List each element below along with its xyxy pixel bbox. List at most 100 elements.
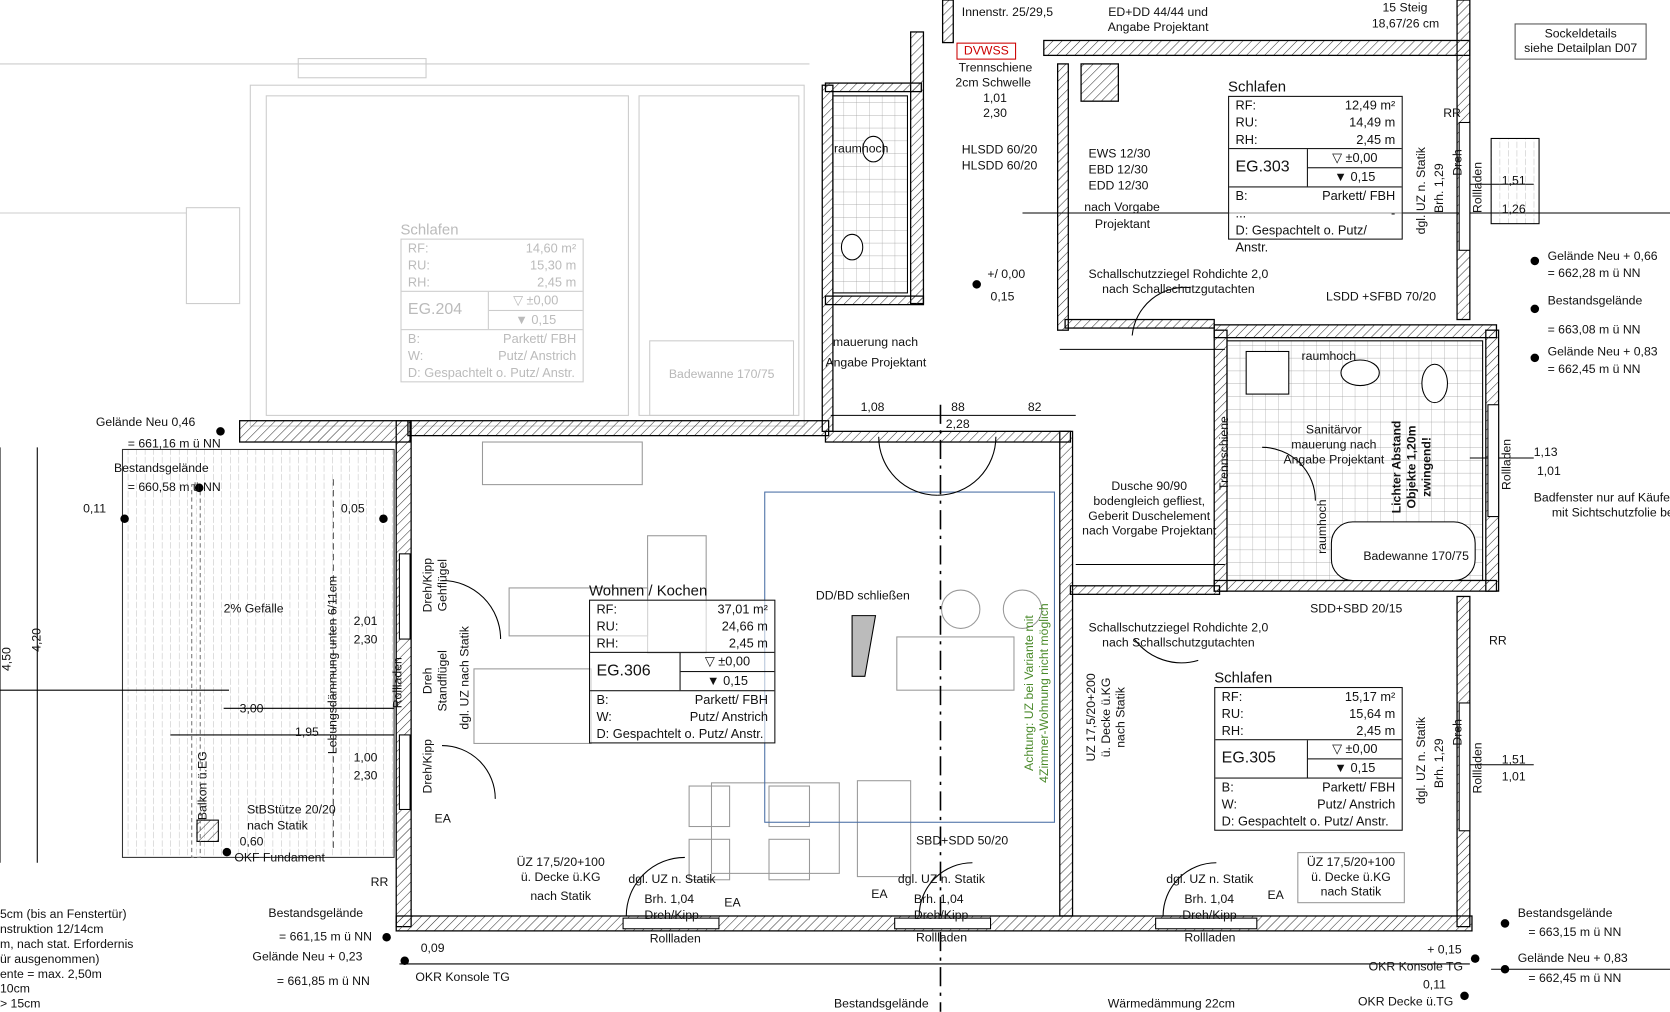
dimension: 2,28 — [945, 418, 970, 432]
faded-annotation: Badewanne 170/75 — [668, 368, 775, 382]
annotation: Bestandsgelände — [833, 997, 929, 1011]
annotation: Dreh/Kipp — [644, 909, 699, 923]
b-label: B: — [1235, 188, 1248, 204]
annotation: ente = max. 2,50m — [0, 968, 102, 981]
annotation: Dreh/Kipp — [421, 739, 435, 794]
level-value: 0,05 — [340, 502, 365, 516]
level-top: ▽ ±0,00 — [1332, 741, 1378, 757]
room-name: Schlafen — [1228, 77, 1287, 95]
floor-finish: Parkett/ FBH — [694, 692, 768, 708]
annotation: dgl. UZ n. Statik — [1415, 147, 1429, 235]
w-label: ... — [1235, 205, 1247, 221]
room-perimeter: 14,49 m — [1349, 115, 1396, 130]
annotation: raumhoch — [1301, 350, 1357, 364]
ru-label: RU: — [1235, 115, 1258, 130]
annotation: Brh. 1,29 — [1433, 163, 1447, 214]
annotation: mauerung nach — [832, 336, 919, 350]
annotation: Gelände Neu 0,46 — [95, 416, 196, 430]
dimension: 1,26 — [1501, 203, 1526, 217]
ru-label: RU: — [407, 257, 430, 273]
room-stamp-schlafen-305: Schlafen RF:15,17 m² RU:15,64 m RH:2,45 … — [1214, 669, 1403, 831]
annotation: 18,67/26 cm — [1371, 18, 1440, 31]
annotation: RR — [370, 876, 389, 890]
floor-finish: Parkett/ FBH — [1322, 188, 1396, 204]
annotation: SBD+SDD 50/20 — [915, 835, 1009, 848]
annotation: = 662,28 m ü NN — [1547, 267, 1641, 281]
annotation: OKF Fundament — [234, 852, 325, 865]
annotation: Lebungsdämmung unten 6/11cm — [326, 575, 340, 755]
annotation: RR — [1443, 107, 1461, 121]
windows — [398, 121, 1540, 930]
dimension: 1,08 — [860, 401, 885, 415]
annotation: nach Vorgabe — [1084, 201, 1160, 215]
room-stamp-wohnen-kochen: Wohnen / Kochen RF:37,01 m² RU:24,66 m R… — [589, 581, 776, 744]
annotation: dgl. UZ nach Statik — [459, 626, 472, 730]
w-label: W: — [407, 348, 424, 364]
annotation: Brh. 1,04 — [1184, 893, 1235, 907]
annotation: dgl. UZ n. Statik — [897, 873, 986, 887]
ru-label: RU: — [1221, 706, 1244, 722]
annotation: Bestandsgelände — [1547, 295, 1643, 308]
annotation: nstruktion 12/14cm — [0, 923, 104, 937]
chimney-symbol — [851, 615, 877, 677]
annotation: Gelände Neu + 0,83 — [1547, 346, 1658, 359]
ceiling-finish: D: Gespachtelt o. Putz/ Anstr. — [1221, 813, 1389, 829]
level-bottom: ▼ 0,15 — [1307, 167, 1402, 186]
annotation: Brh. 1,29 — [1433, 738, 1447, 789]
room-stamp-schlafen-303: Schlafen RF:12,49 m² RU:14,49 m RH:2,45 … — [1228, 77, 1403, 255]
dimension: 88 — [951, 401, 965, 415]
rf-label: RF: — [1221, 689, 1243, 705]
furniture — [473, 441, 1043, 881]
annotation: ür ausgenommen) — [0, 953, 100, 967]
annotation: > 15cm — [0, 997, 41, 1011]
room-name: Wohnen / Kochen — [589, 581, 708, 599]
dvwss-warning-label: DVWSS — [956, 42, 1017, 60]
annotation: Innenstr. 25/29,5 — [961, 6, 1054, 20]
annotation: EA — [1267, 889, 1284, 903]
annotation: RR — [1489, 634, 1507, 648]
annotation: dgl. UZ n. Statik — [1415, 717, 1429, 805]
room-code: EG.204 — [407, 300, 463, 319]
level-markers — [120, 256, 1540, 1001]
level-bottom: ▼ 0,15 — [1307, 758, 1402, 777]
level-value: 0,11 — [83, 502, 107, 516]
room-name: Schlafen — [400, 220, 459, 238]
annotation: 15 Steig — [1382, 2, 1428, 15]
annotation: Trennschiene — [1218, 416, 1232, 490]
annotation: = 660,58 m ü NN — [127, 481, 221, 495]
annotation: Rollladen — [649, 933, 701, 946]
rf-label: RF: — [1235, 97, 1257, 113]
annotation: Brh. 1,04 — [913, 893, 964, 907]
dimension: 4,20 — [30, 627, 44, 652]
room-code: EG.305 — [1221, 748, 1276, 767]
annotation: = 661,85 m ü NN — [276, 975, 370, 989]
dimension: 2,30 — [353, 633, 378, 647]
annotation: Wärmedämmung 22cm — [1107, 997, 1235, 1011]
dimension: 1,51 — [1501, 174, 1526, 188]
annotation: dgl. UZ n. Statik — [1166, 873, 1254, 887]
room-name: Schlafen — [1214, 668, 1273, 686]
annotation: 5cm (bis an Fenstertür) — [0, 908, 127, 922]
annotation: Projektant — [1094, 218, 1151, 232]
annotation: Brh. 1,04 — [644, 893, 695, 907]
level-value: 0,15 — [990, 290, 1015, 304]
annotation: 10cm — [0, 983, 30, 996]
room-area: 12,49 m² — [1344, 97, 1396, 113]
annotation: LSDD +SFBD 70/20 — [1326, 290, 1437, 304]
annotation: Dreh — [1451, 149, 1465, 176]
annotation: Gelände Neu + 0,23 — [252, 951, 363, 964]
annotation: = 661,15 m ü NN — [279, 930, 373, 944]
rh-label: RH: — [596, 635, 619, 651]
annotation: raumhoch — [1316, 499, 1330, 554]
dimension: 82 — [1027, 401, 1042, 415]
dimension: 1,95 — [295, 726, 319, 740]
dimension: 3,00 — [239, 702, 264, 716]
w-label: W: — [1221, 796, 1238, 812]
